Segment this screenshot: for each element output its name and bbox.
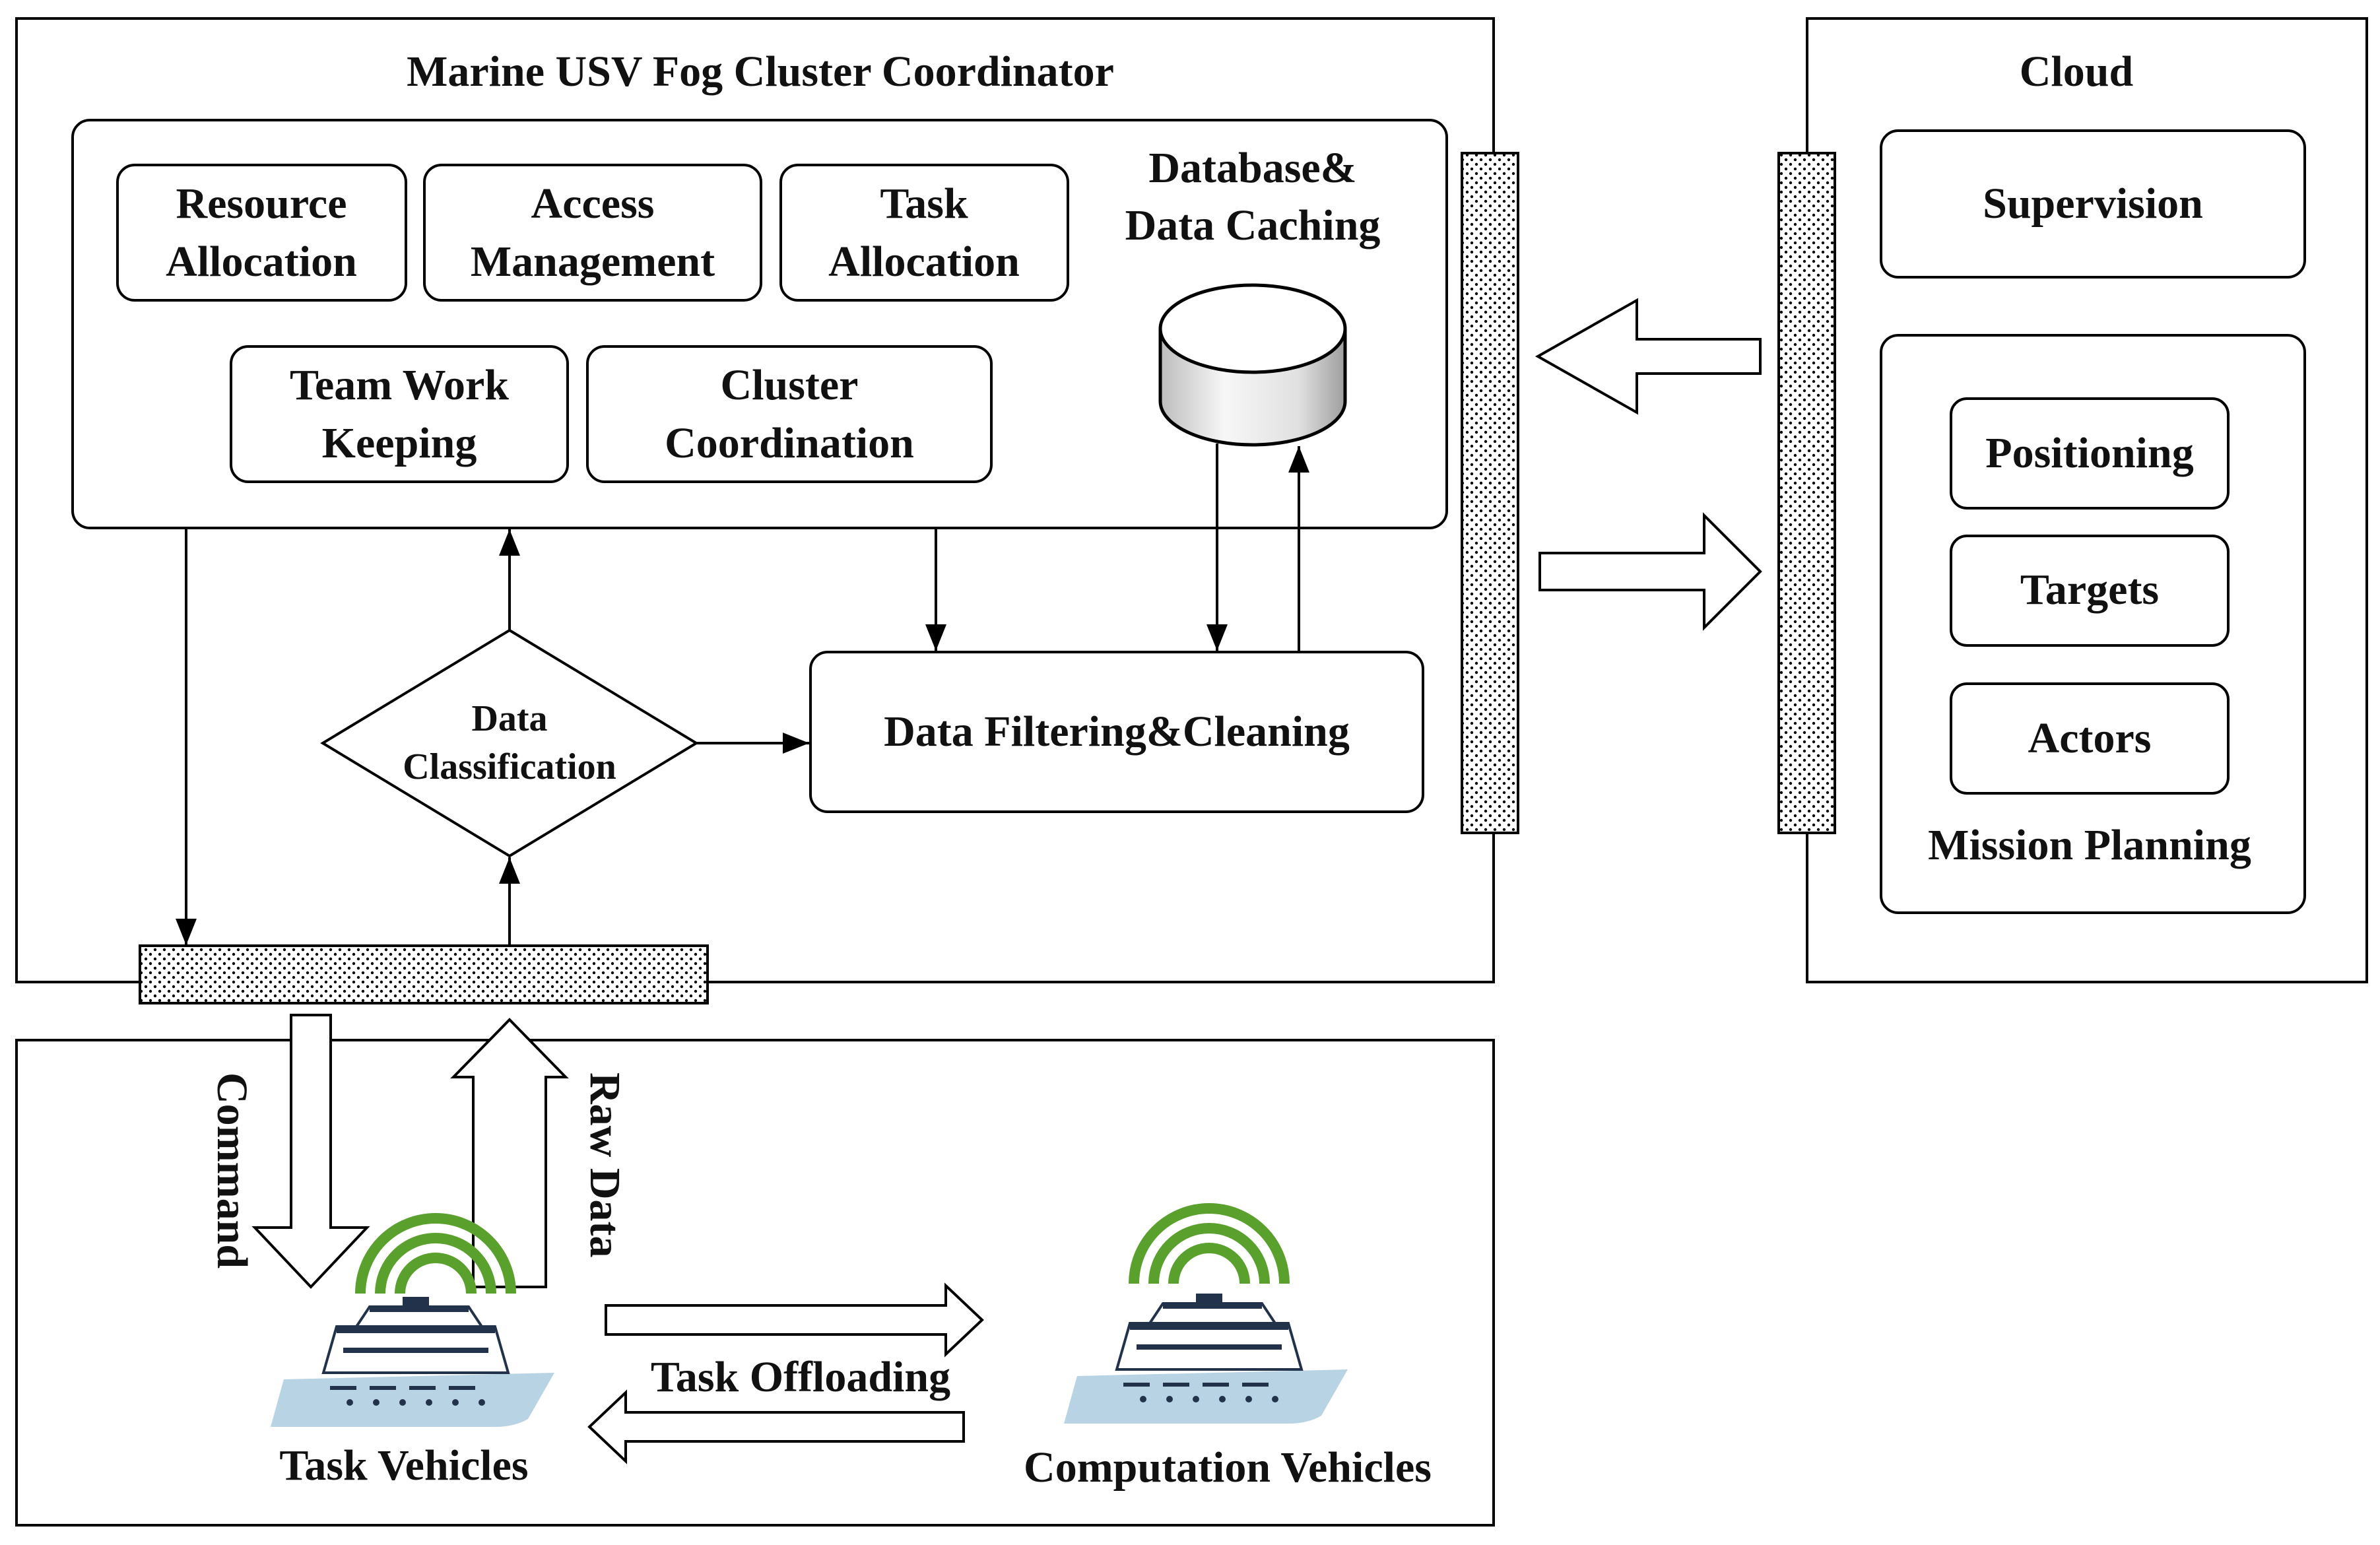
command-arrow	[251, 1014, 370, 1289]
offload-return-arrow	[587, 1389, 965, 1464]
cluster-coordination-box: Cluster Coordination	[586, 345, 993, 483]
cloud-frame: Cloud Supervision Positioning Targets Ac…	[1777, 17, 2368, 983]
command-label: Command	[208, 1072, 256, 1268]
fog-cloud-interface-bus	[1461, 152, 1519, 834]
svg-text:Supervision: Supervision	[1983, 180, 2203, 228]
computation-vehicle-ship-icon	[1064, 1203, 1348, 1424]
cloud-title: Cloud	[2020, 48, 2133, 96]
database-cylinder-icon	[1158, 283, 1347, 447]
task-vehicle-ship-icon	[271, 1213, 554, 1427]
fog-vehicle-interface-bus	[139, 944, 709, 1004]
svg-text:Resource: Resource	[176, 180, 347, 228]
targets-box: Targets	[1950, 535, 2230, 647]
data-filtering-box: Data Filtering&Cleaning	[809, 651, 1424, 813]
task-offloading-label: Task Offloading	[651, 1353, 950, 1401]
task-allocation-box: Task Allocation	[779, 164, 1069, 302]
actors-box: Actors	[1950, 682, 2230, 795]
raw-data-label: Raw Data	[581, 1072, 629, 1257]
task-vehicles-label: Task Vehicles	[279, 1441, 528, 1490]
mission-planning-label: Mission Planning	[1928, 821, 2251, 869]
database-caching: Database& Data Caching	[1125, 144, 1381, 447]
fog-title: Marine USV Fog Cluster Coordinator	[407, 48, 1114, 96]
cloud-fog-interface-bus	[1777, 152, 1836, 834]
svg-text:Classification: Classification	[403, 746, 616, 787]
positioning-box: Positioning	[1950, 397, 2230, 510]
fog-cluster-frame: Marine USV Fog Cluster Coordinator Resou…	[15, 17, 1519, 1004]
svg-text:Data Caching: Data Caching	[1125, 201, 1381, 249]
svg-text:Cluster: Cluster	[721, 361, 859, 409]
svg-text:Allocation: Allocation	[166, 238, 357, 286]
svg-text:Coordination: Coordination	[665, 419, 914, 467]
team-work-keeping-box: Team Work Keeping	[230, 345, 569, 483]
mission-planning-panel: Positioning Targets Actors Mission Plann…	[1880, 334, 2306, 914]
svg-text:Database&: Database&	[1148, 144, 1356, 192]
svg-text:Data: Data	[471, 698, 547, 739]
supervision-box: Supervision	[1880, 129, 2306, 279]
svg-text:Task: Task	[880, 180, 968, 228]
vehicles-frame: Command Raw Data Task Offloading	[15, 1014, 1495, 1527]
data-classification-diamond: Data Classification	[320, 628, 699, 858]
cloud-to-fog-arrow	[1535, 298, 1762, 415]
svg-text:Positioning: Positioning	[1985, 429, 2193, 477]
wireless-signal-icon	[355, 1213, 516, 1294]
svg-text:Access: Access	[531, 180, 655, 228]
computation-vehicles-label: Computation Vehicles	[1024, 1443, 1432, 1492]
wireless-signal-icon	[1129, 1203, 1290, 1284]
svg-text:Team Work: Team Work	[290, 361, 509, 409]
svg-text:Allocation: Allocation	[828, 238, 1020, 286]
svg-text:Data Filtering&Cleaning: Data Filtering&Cleaning	[884, 707, 1350, 756]
svg-text:Management: Management	[471, 238, 715, 286]
svg-text:Keeping: Keeping	[322, 419, 477, 467]
svg-text:Targets: Targets	[2020, 566, 2159, 614]
access-management-box: Access Management	[423, 164, 762, 302]
offload-forward-arrow	[605, 1282, 984, 1358]
fog-to-cloud-arrow	[1538, 512, 1762, 631]
resource-allocation-box: Resource Allocation	[116, 164, 407, 302]
svg-text:Actors: Actors	[2028, 714, 2152, 762]
